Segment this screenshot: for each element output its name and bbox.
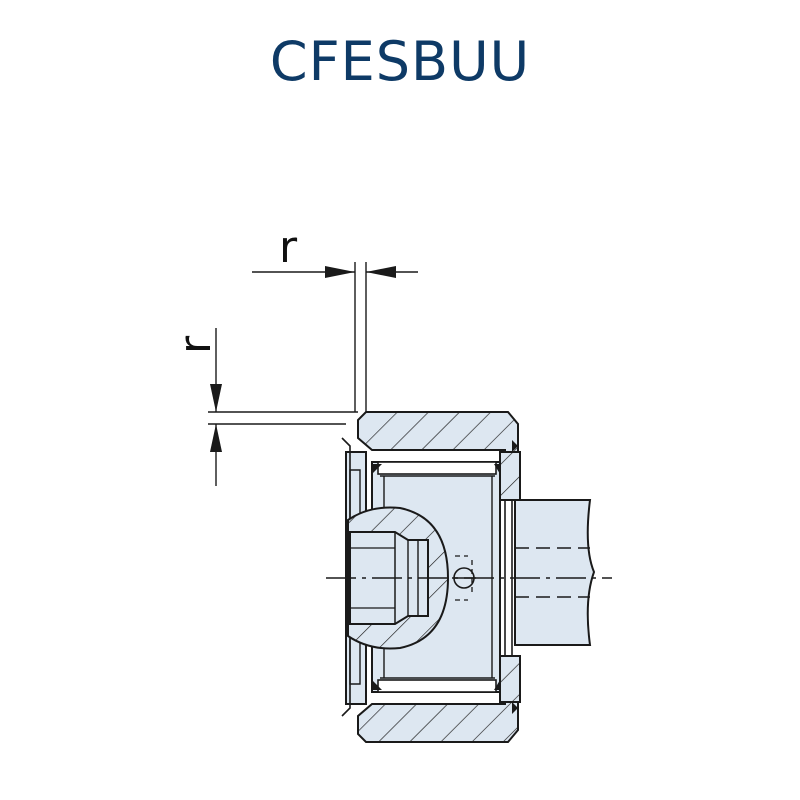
needle-roller-top — [377, 461, 497, 475]
outer-ring-top-section — [357, 411, 519, 461]
needle-roller-bottom — [377, 679, 497, 693]
right-washer-bottom — [499, 655, 521, 703]
stud-shaft — [514, 499, 596, 646]
right-washer-top — [499, 451, 521, 501]
dimension-label-r-horizontal: r — [279, 222, 298, 273]
dimension-r-horizontal: r — [252, 222, 418, 412]
outer-ring-bottom-section — [357, 693, 519, 743]
seal-marks — [372, 440, 518, 714]
product-title: CFESBUU — [269, 30, 531, 93]
dimension-label-r-vertical: r — [170, 335, 221, 354]
dimension-r-vertical: r — [170, 328, 358, 486]
